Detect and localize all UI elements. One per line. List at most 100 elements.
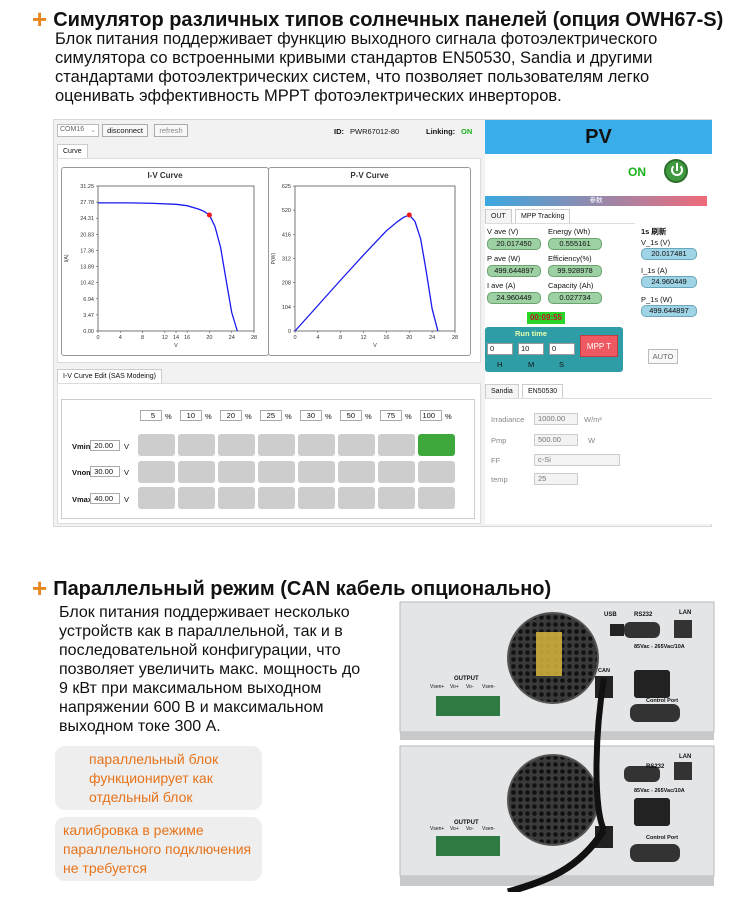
sas-cell[interactable] <box>218 487 255 509</box>
section1-text: Блок питания поддерживает функцию выходн… <box>55 30 657 106</box>
sas-cell[interactable] <box>258 487 295 509</box>
y-tick-label: 13.89 <box>80 265 94 271</box>
sas-cell[interactable] <box>138 434 175 456</box>
y-tick-label: 625 <box>282 184 291 190</box>
note-line: параллельного подключения <box>63 841 252 857</box>
sas-cell[interactable] <box>298 461 335 483</box>
section2-title: +Параллельный режим (CAN кабель опционал… <box>32 573 552 603</box>
x-tick-label: 16 <box>184 335 190 341</box>
section2-text: Блок питания поддерживает несколько устр… <box>59 603 360 736</box>
sas-cell[interactable] <box>378 434 415 456</box>
minutes-spinner[interactable]: 10 <box>518 343 544 355</box>
sas-cell[interactable] <box>338 487 375 509</box>
auto-button[interactable]: AUTO <box>648 349 678 364</box>
section1-line: стандартами фотоэлектрических систем, чт… <box>55 68 650 86</box>
sas-cell[interactable] <box>338 434 375 456</box>
energy-value: 0.555161 <box>548 238 602 250</box>
x-tick-label: 4 <box>119 335 122 341</box>
x-tick-label: 24 <box>429 335 435 341</box>
ac-input-label: 85Vac - 265Vac/10A <box>634 644 685 650</box>
sas-cell[interactable] <box>418 434 455 456</box>
irradiance-unit: W/m² <box>584 415 602 424</box>
sas-cell[interactable] <box>178 434 215 456</box>
percent-input[interactable]: 100 <box>420 410 442 421</box>
tab-en50530[interactable]: EN50530 <box>522 384 564 398</box>
mpp-track-button[interactable]: MPP T <box>580 335 618 357</box>
pmp-label: Pmp <box>491 436 507 445</box>
vmax-input[interactable]: 40.00 <box>90 493 120 504</box>
capacity-label: Capacity (Ah) <box>548 281 594 290</box>
vmin-unit: V <box>124 442 130 451</box>
sas-cell[interactable] <box>178 461 215 483</box>
units-illustration <box>399 601 715 896</box>
section1-line: Блок питания поддерживает функцию выходн… <box>55 30 658 48</box>
port-select[interactable]: COM16⌄ <box>57 124 99 137</box>
run-time-label: Run time <box>515 329 548 338</box>
percent-unit: % <box>365 412 372 421</box>
temp-input[interactable]: 25 <box>534 473 578 485</box>
y-axis-label: P(W) <box>271 252 277 264</box>
seconds-spinner[interactable]: 0 <box>549 343 575 355</box>
percent-input[interactable]: 25 <box>260 410 282 421</box>
tab-divider <box>485 223 635 224</box>
terminal-label: Vo- <box>466 826 474 832</box>
power-icon <box>671 164 683 176</box>
sas-cell[interactable] <box>298 487 335 509</box>
percent-input[interactable]: 30 <box>300 410 322 421</box>
rs232-label-2: RS232 <box>646 764 665 770</box>
ff-select[interactable]: c-Si <box>534 454 620 466</box>
note-line: функционирует как <box>89 770 213 786</box>
tab-curve[interactable]: Curve <box>57 144 88 158</box>
sas-cell[interactable] <box>218 434 255 456</box>
terminal-label: Vsen- <box>482 684 496 690</box>
pv-header: PV <box>485 120 712 154</box>
power-button[interactable] <box>664 159 688 183</box>
y-tick-label: 416 <box>282 232 291 238</box>
linking-label: Linking: <box>426 127 456 136</box>
irradiance-input[interactable]: 1000.00 <box>534 413 578 425</box>
tab-iv-curve-edit[interactable]: I-V Curve Edit (SAS Modeing) <box>57 369 162 383</box>
sas-cell[interactable] <box>178 487 215 509</box>
y-tick-label: 17.36 <box>80 248 94 254</box>
tab-mpp-tracking[interactable]: MPP Tracking <box>515 209 571 223</box>
vnom-input[interactable]: 30.00 <box>90 466 120 477</box>
sas-cell[interactable] <box>258 461 295 483</box>
sas-cell[interactable] <box>258 434 295 456</box>
sas-cell[interactable] <box>418 461 455 483</box>
disconnect-button[interactable]: disconnect <box>102 124 148 137</box>
y-tick-label: 3.47 <box>83 313 94 319</box>
percent-input[interactable]: 10 <box>180 410 202 421</box>
note-line: параллельный блок <box>89 751 219 767</box>
sas-cell[interactable] <box>298 434 335 456</box>
hours-spinner[interactable]: 0 <box>487 343 513 355</box>
percent-input[interactable]: 75 <box>380 410 402 421</box>
sas-cell[interactable] <box>138 487 175 509</box>
sas-cell[interactable] <box>418 487 455 509</box>
refresh-button[interactable]: refresh <box>154 124 188 137</box>
sas-cell[interactable] <box>138 461 175 483</box>
percent-unit: % <box>245 412 252 421</box>
percent-input[interactable]: 50 <box>340 410 362 421</box>
terminal-labels-2: Vsen+ Vo+ Vo- Vsen- <box>428 826 508 836</box>
sas-cell[interactable] <box>378 487 415 509</box>
sas-cell[interactable] <box>218 461 255 483</box>
section2-line: выходном токе 300 А. <box>59 718 221 735</box>
ff-label: FF <box>491 456 501 465</box>
percent-input[interactable]: 5 <box>140 410 162 421</box>
i-ave-value: 24.960449 <box>487 292 541 304</box>
tab-out[interactable]: OUT <box>485 209 512 223</box>
p-ave-value: 499.644897 <box>487 265 541 277</box>
note-line: калибровка в режиме <box>63 822 204 838</box>
vnom-label: Vnom <box>72 468 93 477</box>
sas-cell[interactable] <box>378 461 415 483</box>
toolbar: COM16⌄ disconnect refresh ID: PWR67012-8… <box>54 120 484 142</box>
y-tick-label: 20.83 <box>80 232 94 238</box>
pmp-input[interactable]: 500.00 <box>534 434 578 446</box>
sas-cell[interactable] <box>338 461 375 483</box>
percent-input[interactable]: 20 <box>220 410 242 421</box>
tab-sandia[interactable]: Sandia <box>485 384 519 398</box>
iv-chart-svg: 0.003.476.9410.4213.8917.3620.8324.3127.… <box>64 184 257 349</box>
terminal-labels: Vsen+ Vo+ Vo- Vsen- <box>428 684 508 694</box>
vmin-input[interactable]: 20.00 <box>90 440 120 451</box>
